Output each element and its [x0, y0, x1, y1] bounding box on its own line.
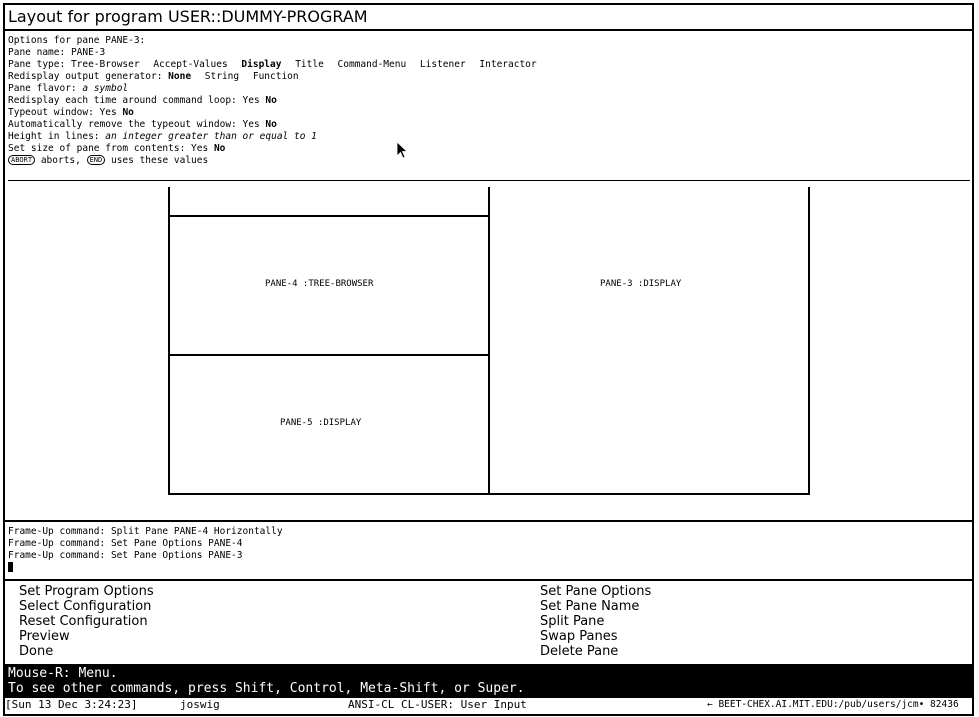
pane-type-command-menu[interactable]: Command-Menu	[337, 59, 407, 70]
pane-flavor-value[interactable]: a symbol	[82, 83, 129, 94]
pane-name-value[interactable]: PANE-3	[70, 47, 106, 58]
pane-type-accept-values[interactable]: Accept-Values	[153, 59, 228, 70]
layout-pane4-bottom	[168, 354, 490, 356]
input-line[interactable]	[8, 562, 283, 574]
end-key[interactable]: END	[86, 155, 106, 165]
pane-type-display[interactable]: Display	[241, 59, 282, 70]
mouse-doc-line1: Mouse-R: Menu.	[8, 666, 118, 681]
title-divider	[3, 29, 974, 31]
menu-set-pane-options[interactable]: Set Pane Options	[540, 584, 652, 599]
redisplay-loop-yes[interactable]: Yes	[242, 95, 260, 106]
height-row: Height in lines: an integer greater than…	[8, 131, 317, 142]
window-title: Layout for program USER::DUMMY-PROGRAM	[8, 7, 368, 26]
typeout-no[interactable]: No	[122, 107, 134, 118]
auto-remove-row: Automatically remove the typeout window:…	[8, 119, 277, 130]
redisplay-gen-none[interactable]: None	[168, 71, 192, 82]
pane-options-form: Options for pane PANE-3: Pane name: PANE…	[8, 35, 537, 167]
status-package: ANSI-CL CL-USER: User Input	[348, 698, 527, 711]
layout-pane4-top	[168, 215, 490, 217]
layout-left-edge	[168, 187, 170, 495]
command-history[interactable]: Frame-Up command: Split Pane PANE-4 Hori…	[8, 526, 283, 574]
pane-flavor-row: Pane flavor: a symbol	[8, 83, 129, 94]
menu-swap-panes[interactable]: Swap Panes	[540, 629, 618, 644]
window-frame	[3, 3, 974, 716]
layout-bottom-edge	[168, 493, 810, 495]
history-line: Frame-Up command: Set Pane Options PANE-…	[8, 550, 243, 561]
typeout-row: Typeout window: Yes No	[8, 107, 134, 118]
pane-type-tree-browser[interactable]: Tree-Browser	[70, 59, 140, 70]
command-menu-left: Set Program Options Select Configuration…	[19, 584, 154, 659]
history-divider	[3, 579, 974, 581]
redisplay-gen-function[interactable]: Function	[252, 71, 299, 82]
layout-right-edge	[808, 187, 810, 495]
layout-divider	[3, 520, 974, 522]
menu-split-pane[interactable]: Split Pane	[540, 614, 605, 629]
pane-4-label[interactable]: PANE-4 :TREE-BROWSER	[265, 279, 374, 289]
options-heading: Options for pane PANE-3:	[8, 35, 146, 46]
menu-preview[interactable]: Preview	[19, 629, 70, 644]
height-value[interactable]: an integer greater than or equal to 1	[105, 131, 317, 142]
set-size-no[interactable]: No	[213, 143, 226, 154]
status-datetime: [Sun 13 Dec 3:24:23]	[5, 698, 138, 711]
options-divider	[8, 180, 970, 181]
pane-type-row: Pane type: Tree-Browser Accept-Values Di…	[8, 59, 537, 70]
history-line: Frame-Up command: Set Pane Options PANE-…	[8, 538, 243, 549]
pane-5-label[interactable]: PANE-5 :DISPLAY	[280, 418, 362, 428]
auto-remove-yes[interactable]: Yes	[242, 119, 260, 130]
pane-type-interactor[interactable]: Interactor	[479, 59, 537, 70]
status-path: ← BEET-CHEX.AI.MIT.EDU:/pub/users/jcm• 8…	[707, 699, 959, 710]
mouse-pointer-icon	[396, 141, 408, 159]
abort-key[interactable]: ABORT	[8, 155, 36, 165]
layout-middle-divider	[488, 187, 490, 495]
menu-delete-pane[interactable]: Delete Pane	[540, 644, 619, 659]
pane-3-label[interactable]: PANE-3 :DISPLAY	[600, 279, 682, 289]
pane-name-row: Pane name: PANE-3	[8, 47, 106, 58]
typeout-yes[interactable]: Yes	[99, 107, 117, 118]
text-cursor	[8, 562, 13, 572]
status-user: joswig	[180, 698, 220, 711]
redisplay-loop-row: Redisplay each time around command loop:…	[8, 95, 277, 106]
redisplay-gen-string[interactable]: String	[204, 71, 240, 82]
history-line: Frame-Up command: Split Pane PANE-4 Hori…	[8, 526, 283, 537]
pane-type-listener[interactable]: Listener	[419, 59, 466, 70]
status-line: [Sun 13 Dec 3:24:23] joswig ANSI-CL CL-U…	[3, 698, 974, 714]
set-size-yes[interactable]: Yes	[191, 143, 209, 154]
menu-reset-configuration[interactable]: Reset Configuration	[19, 614, 148, 629]
menu-set-pane-name[interactable]: Set Pane Name	[540, 599, 640, 614]
menu-select-configuration[interactable]: Select Configuration	[19, 599, 152, 614]
menu-done[interactable]: Done	[19, 644, 54, 659]
pane-type-title[interactable]: Title	[295, 59, 324, 70]
command-menu-right: Set Pane Options Set Pane Name Split Pan…	[540, 584, 651, 659]
redisplay-generator-row: Redisplay output generator: None String …	[8, 71, 299, 82]
mouse-doc-line2: To see other commands, press Shift, Cont…	[8, 681, 525, 696]
options-footer: ABORT aborts, END uses these values	[8, 155, 537, 167]
mouse-documentation: Mouse-R: Menu. To see other commands, pr…	[3, 664, 974, 698]
set-size-row: Set size of pane from contents: Yes No	[8, 143, 226, 154]
menu-set-program-options[interactable]: Set Program Options	[19, 584, 154, 599]
redisplay-loop-no[interactable]: No	[265, 95, 277, 106]
auto-remove-no[interactable]: No	[265, 119, 277, 130]
